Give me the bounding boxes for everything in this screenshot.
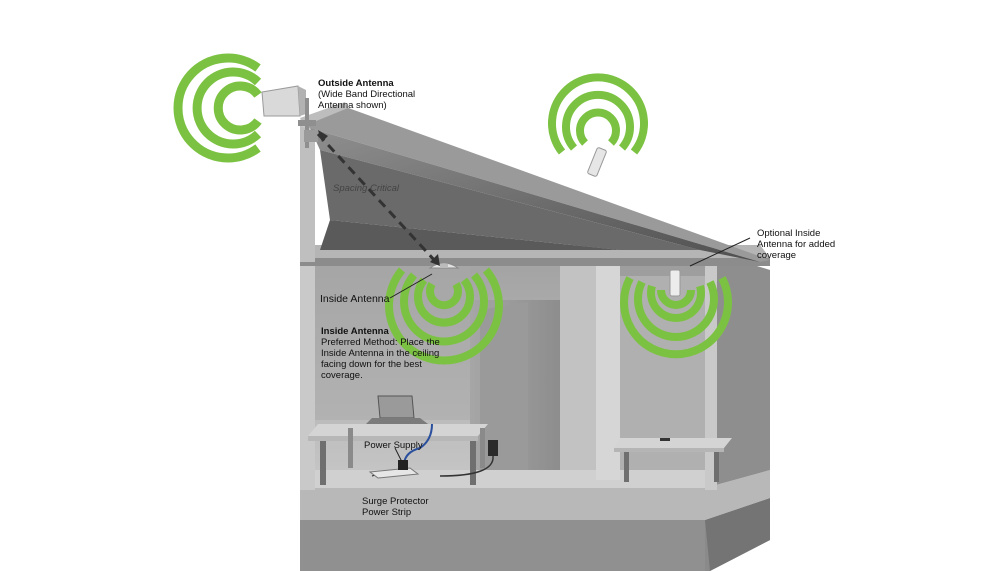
inside-note-line3: facing down for the best [321, 359, 422, 370]
left-gable-wall [300, 126, 315, 262]
optional-inside-antenna [669, 269, 681, 297]
optional-antenna-pointer [689, 237, 751, 267]
inside-note-line1: Preferred Method: Place the [321, 337, 440, 348]
surge-line2: Power Strip [362, 507, 412, 518]
roof [300, 102, 770, 262]
optional-inside-antenna-label: Optional Inside Antenna for added covera… [757, 228, 835, 261]
optional-inside-line1: Optional Inside [757, 228, 821, 239]
inside-note-title: Inside Antenna [321, 326, 389, 337]
roof-antenna-signal-waves [548, 73, 648, 155]
laptop [366, 395, 428, 424]
inside-antenna-signal-waves [385, 267, 503, 365]
inside-note-line4: coverage. [321, 370, 363, 381]
inside-antenna-label: Inside Antenna [320, 293, 390, 305]
power-strip [368, 460, 420, 479]
right-side-wall [705, 250, 770, 488]
roof-omni-antenna [587, 147, 607, 177]
power-supply-label: Power Supply [364, 440, 423, 451]
surge-protector-label: Surge Protector Power Strip [362, 496, 429, 518]
optional-inside-line2: Antenna for added [757, 239, 836, 250]
right-room-ceiling [620, 266, 705, 276]
cable-arrow-top [318, 130, 328, 142]
blue-cable [403, 423, 433, 465]
inside-antenna-note: Inside Antenna Preferred Method: Place t… [321, 326, 440, 381]
interior-wall [470, 262, 620, 480]
cable-arrow-bottom [430, 254, 440, 266]
booster-unit [439, 440, 498, 477]
spacing-critical-label: Spacing Critical [333, 183, 399, 194]
inside-antenna-pointer [389, 273, 433, 299]
outside-antenna-title: Outside Antenna [318, 78, 394, 89]
inside-note-line2: Inside Antenna in the ceiling [321, 348, 440, 359]
left-desk [308, 424, 488, 485]
outside-antenna-line2: Antenna shown) [318, 100, 387, 111]
outside-antenna-signal-waves [173, 53, 262, 163]
outside-antenna-device [261, 85, 318, 148]
optional-inside-line3: coverage [757, 250, 797, 261]
outside-antenna-line1: (Wide Band Directional [318, 89, 416, 100]
floor-slab [300, 455, 770, 520]
right-table [614, 438, 732, 482]
optional-antenna-signal-waves [620, 276, 732, 359]
foundation [300, 498, 770, 571]
outside-antenna-label: Outside Antenna (Wide Band Directional A… [318, 78, 415, 111]
power-supply-pointer [394, 447, 403, 463]
surge-line1: Surge Protector [362, 496, 429, 507]
